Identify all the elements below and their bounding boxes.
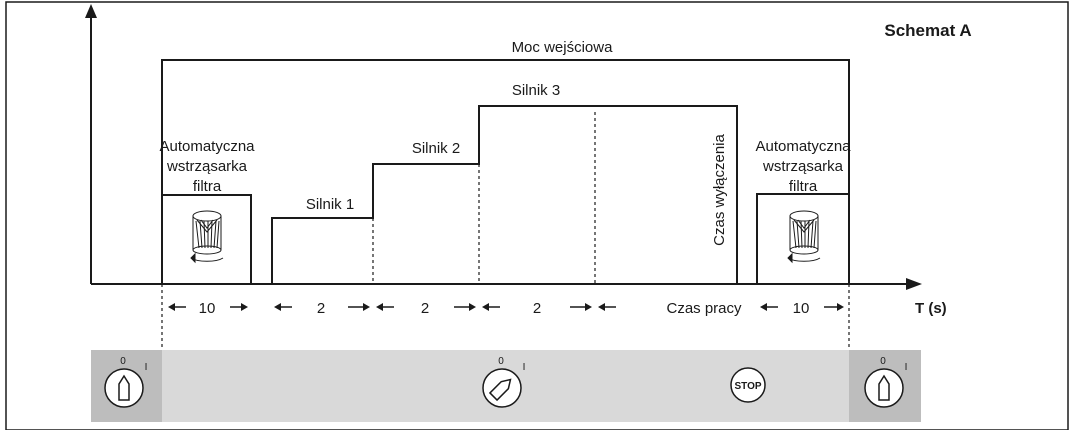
interval-values: 10 2 2 2 10 [199, 300, 810, 317]
rotary-switch-right[interactable]: 0 I [864, 356, 908, 408]
filter-shaker-right-label: Automatyczna wstrząsarka filtra [755, 138, 851, 195]
time-axis-label: T (s) [915, 300, 947, 317]
stage-dividers [372, 112, 596, 284]
interval-arrowhead [598, 303, 605, 311]
switch-off-mark: 0 [120, 356, 126, 367]
motor3-label: Silnik 3 [512, 82, 560, 99]
interval-value: 10 [199, 300, 216, 317]
filter-icon [787, 210, 821, 264]
interval-row [168, 303, 844, 311]
filter-icon [190, 210, 224, 264]
motor2-label: Silnik 2 [412, 140, 460, 157]
filter-shaker-left-line2: wstrząsarka [166, 158, 248, 175]
interval-arrowhead [469, 303, 476, 311]
stop-button[interactable]: STOP [730, 367, 766, 403]
diagram-frame [5, 1, 1069, 430]
interval-arrowhead [363, 303, 370, 311]
filter-shaker-right-line1: Automatyczna [755, 138, 851, 155]
interval-arrowhead [585, 303, 592, 311]
interval-arrowhead [274, 303, 281, 311]
switch-off-mark: 0 [880, 356, 886, 367]
switch-on-mark: I [523, 362, 526, 373]
y-axis-arrowhead [85, 4, 97, 18]
rotary-switch-left[interactable]: 0 I [104, 356, 148, 408]
switch-on-mark: I [905, 362, 908, 373]
filter-shaker-left-line3: filtra [193, 178, 222, 195]
interval-value: 2 [533, 300, 541, 317]
stop-button-label: STOP [734, 381, 761, 392]
filter-shaker-right-line3: filtra [789, 178, 818, 195]
interval-arrowhead [241, 303, 248, 311]
interval-arrowhead [168, 303, 175, 311]
operating-time-label: Czas pracy [666, 300, 742, 317]
interval-value: 2 [421, 300, 429, 317]
diagram-title: Schemat A [884, 21, 971, 40]
interval-arrowhead [376, 303, 383, 311]
input-power-envelope [161, 59, 850, 284]
switch-on-mark: I [145, 362, 148, 373]
filter-shaker-left-label: Automatyczna wstrząsarka filtra [159, 138, 255, 195]
interval-arrowhead [837, 303, 844, 311]
time-axis-arrowhead [906, 278, 922, 290]
motor-power-staircase [161, 105, 850, 285]
interval-arrowhead [760, 303, 767, 311]
filter-shaker-right-line2: wstrząsarka [762, 158, 844, 175]
filter-shaker-left-line1: Automatyczna [159, 138, 255, 155]
switch-off-mark: 0 [498, 356, 504, 367]
interval-value: 2 [317, 300, 325, 317]
input-power-label: Moc wejściowa [512, 39, 614, 56]
interval-arrowhead [482, 303, 489, 311]
shutdown-time-label: Czas wyłączenia [711, 133, 728, 245]
interval-value: 10 [793, 300, 810, 317]
motor1-label: Silnik 1 [306, 196, 354, 213]
axes: T (s) [85, 4, 947, 317]
rotary-switch-middle[interactable]: 0 I [482, 356, 526, 408]
phase-guides [161, 284, 850, 350]
